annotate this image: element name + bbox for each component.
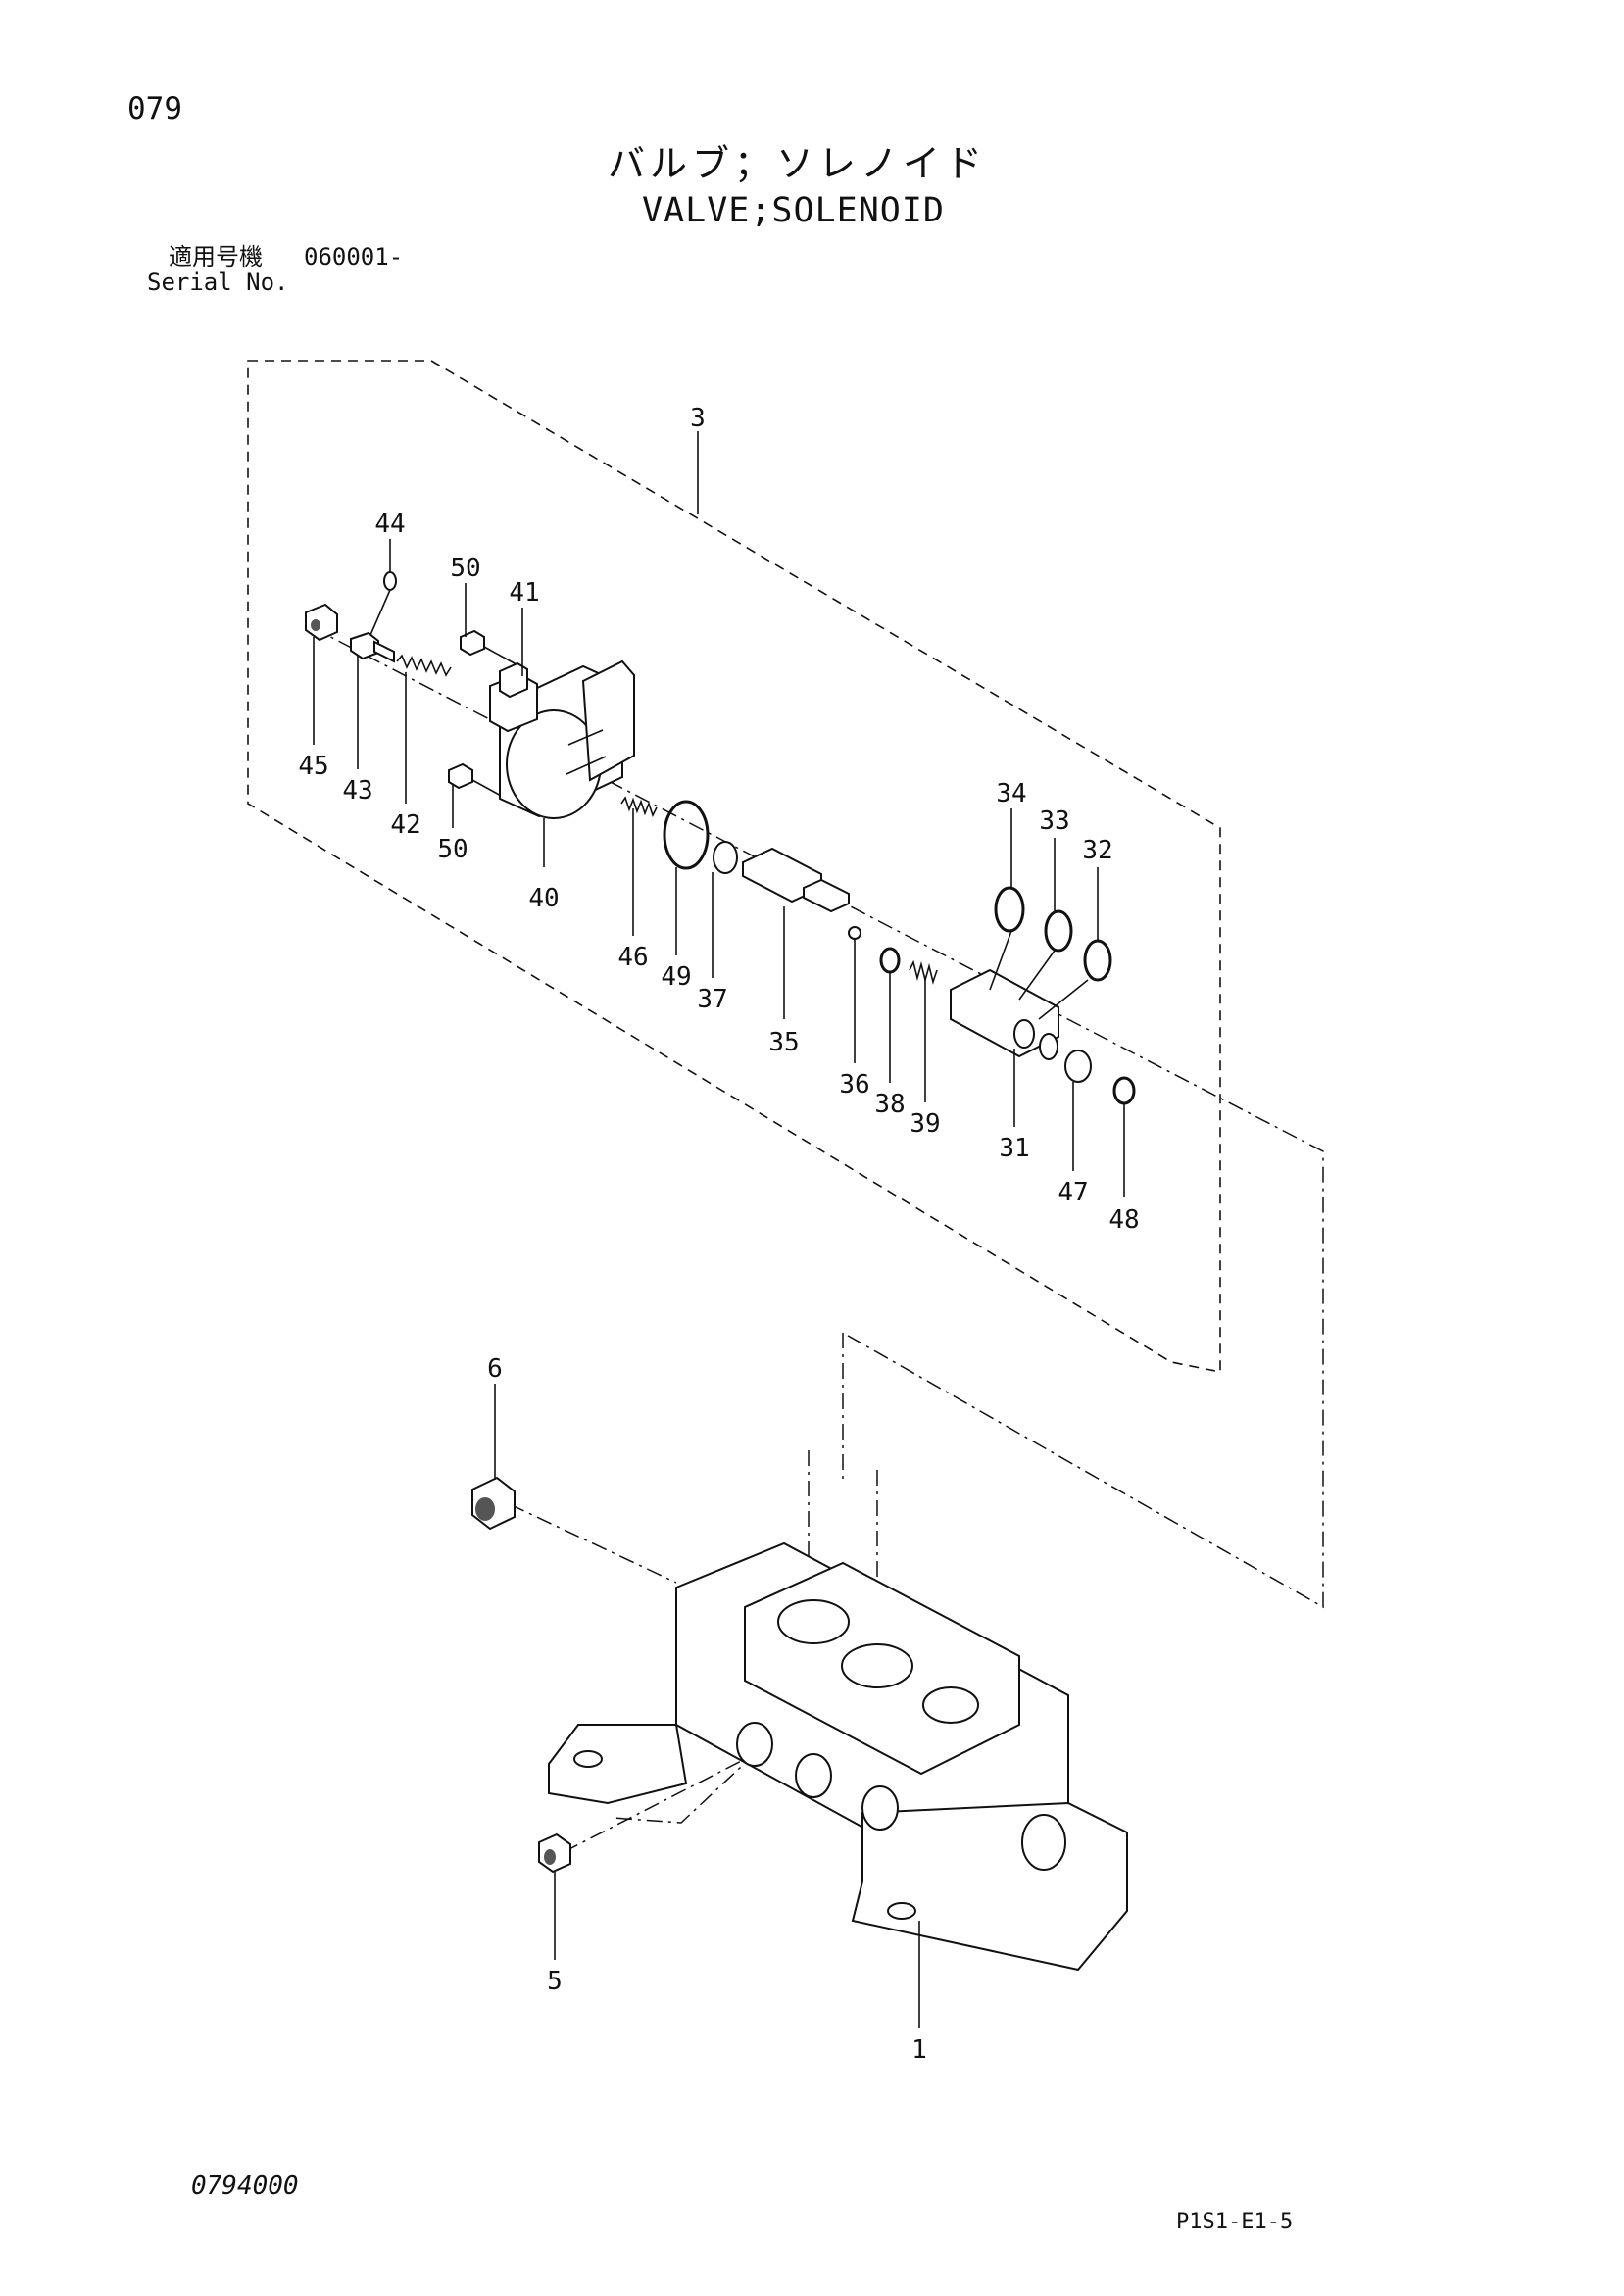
callout-42: 42	[390, 810, 420, 840]
part-43-adjust-screw	[350, 631, 395, 663]
part-5-plug	[538, 1832, 571, 1874]
leader-34	[989, 808, 1012, 991]
callout-1: 1	[911, 2035, 927, 2065]
callout-39: 39	[910, 1109, 940, 1139]
callout-50-upper: 50	[450, 554, 480, 583]
part-6-plug	[471, 1476, 516, 1531]
leader-32	[1038, 867, 1099, 1020]
leader-33	[1018, 838, 1056, 1001]
part-32-o-ring	[1083, 939, 1112, 982]
callout-6: 6	[487, 1354, 503, 1384]
title-english: VALVE;SOLENOID	[642, 191, 946, 230]
callout-31: 31	[999, 1134, 1029, 1163]
callout-50-lower: 50	[437, 835, 468, 864]
serial-label-english: Serial No.	[147, 269, 289, 296]
callout-33: 33	[1039, 806, 1069, 836]
part-46-spring	[620, 796, 658, 818]
part-33-o-ring	[1044, 909, 1073, 953]
callout-47: 47	[1058, 1178, 1088, 1207]
callout-46: 46	[617, 943, 648, 972]
callout-32: 32	[1082, 836, 1112, 865]
leader-44	[369, 539, 391, 636]
serial-label-japanese: 適用号機	[169, 243, 263, 270]
plug-5-axis-line	[563, 1753, 756, 1853]
callout-40: 40	[528, 884, 559, 913]
callout-3: 3	[690, 404, 706, 433]
part-1-valve-body	[548, 1541, 1128, 1972]
callout-44: 44	[374, 510, 405, 539]
callout-48: 48	[1108, 1205, 1139, 1235]
part-41-connector	[489, 661, 538, 733]
part-37-washer	[713, 841, 738, 874]
part-45-cap-nut	[305, 603, 338, 642]
callout-37: 37	[697, 985, 727, 1014]
part-35-spool	[742, 847, 850, 913]
part-34-o-ring	[994, 886, 1025, 933]
plug-6-axis-line	[509, 1503, 677, 1584]
part-44-o-ring	[383, 571, 397, 591]
part-36-ball	[848, 926, 861, 940]
serial-number-value: 060001-	[304, 243, 404, 270]
page-number: 079	[127, 91, 182, 126]
callout-36: 36	[839, 1070, 869, 1099]
part-49-o-ring	[663, 800, 710, 870]
callout-41: 41	[509, 578, 539, 608]
part-38-ring	[879, 947, 901, 974]
title-japanese: バルブ；ソレノイド	[608, 142, 988, 185]
assembly-boundary	[247, 360, 1221, 1373]
callout-5: 5	[547, 1967, 563, 1996]
part-42-spring	[396, 654, 452, 677]
part-48-snap-ring	[1112, 1076, 1136, 1105]
part-47-plug	[1064, 1050, 1092, 1083]
callout-45: 45	[298, 752, 328, 781]
document-code: 0794000	[191, 2172, 299, 2201]
callout-43: 43	[342, 776, 372, 806]
part-50-bolt-upper	[460, 629, 524, 669]
page-reference: P1S1-E1-5	[1176, 2210, 1294, 2234]
callout-35: 35	[768, 1028, 799, 1057]
callout-38: 38	[874, 1090, 905, 1119]
callout-34: 34	[996, 779, 1026, 808]
part-31-sleeve	[950, 968, 1059, 1060]
callout-49: 49	[661, 962, 691, 992]
body-port-guide	[808, 1450, 878, 1588]
part-39-spring	[909, 959, 938, 985]
